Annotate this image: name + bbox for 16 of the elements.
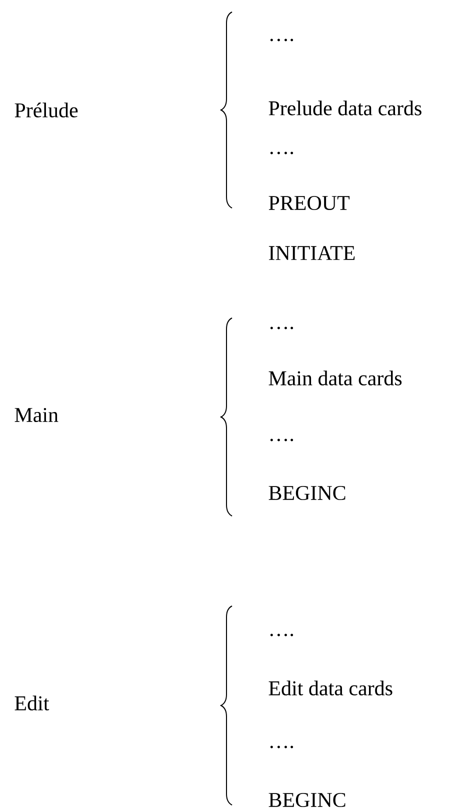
card-label: …. xyxy=(270,438,294,442)
card-label: INITIATE xyxy=(268,246,355,260)
group-label: Main xyxy=(14,408,58,422)
card-label: …. xyxy=(270,38,294,42)
group-label: Prélude xyxy=(14,102,78,118)
card-label: BEGINC xyxy=(268,792,346,808)
card-label: …. xyxy=(270,634,294,636)
card-label: BEGINC xyxy=(268,486,346,500)
card-label: PREOUT xyxy=(268,196,350,210)
card-label: …. xyxy=(270,152,294,154)
card-label: …. xyxy=(270,326,294,330)
card-label: Edit data cards xyxy=(268,680,392,696)
card-label: …. xyxy=(270,746,294,748)
card-label: Prelude data cards xyxy=(268,100,422,116)
group-label: Edit xyxy=(14,696,50,710)
card-label: Main data cards xyxy=(268,370,402,386)
